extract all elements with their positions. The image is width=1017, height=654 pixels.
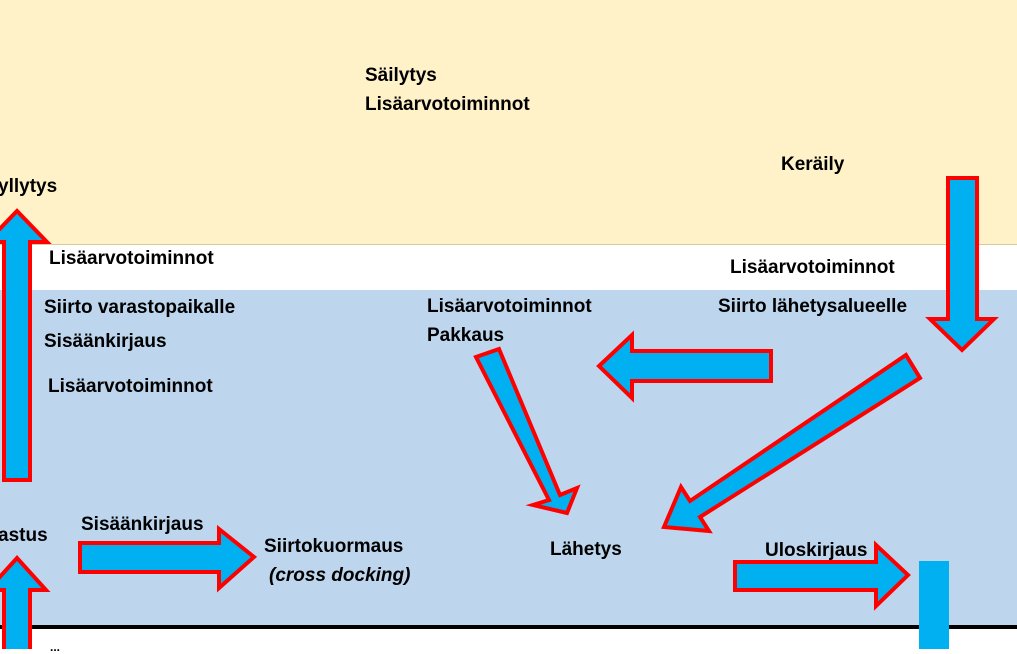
check-in-label-lower: Sisäänkirjaus xyxy=(81,514,204,535)
arrow-down-bottom-right xyxy=(919,561,949,649)
arrow-down-from-picking xyxy=(925,176,999,353)
move-to-storage-label: Siirto varastopaikalle xyxy=(44,297,236,318)
arrow-up-to-storage xyxy=(0,208,52,482)
move-to-shipping-label: Siirto lähetysalueelle xyxy=(718,296,908,317)
arrow-up-bottom-left xyxy=(0,555,51,649)
band-right-label: Lisäarvotoiminnot xyxy=(730,257,895,278)
check-in-label-upper: Sisäänkirjaus xyxy=(44,331,167,352)
arrow-right-check-out xyxy=(733,540,911,611)
cross-docking-label: Siirtokuormaus xyxy=(264,536,404,557)
storage-label: Säilytys xyxy=(365,65,437,86)
storage-zone xyxy=(0,0,1017,244)
arrow-packing-to-shipping xyxy=(473,346,581,516)
cross-docking-english-label: (cross docking) xyxy=(269,565,411,586)
arrow-left-to-packing xyxy=(596,330,773,403)
storage-value-added-label: Lisäarvotoiminnot xyxy=(365,94,530,115)
value-added-left-label: Lisäarvotoiminnot xyxy=(48,376,213,397)
packing-label: Pakkaus xyxy=(427,325,505,346)
bottom-zone xyxy=(0,629,1017,649)
band-left-label: Lisäarvotoiminnot xyxy=(49,248,214,269)
arrow-right-to-cross-docking xyxy=(78,524,258,593)
check-out-label: Uloskirjaus xyxy=(765,540,868,561)
storage-left-label: yllytys xyxy=(0,176,58,197)
bottom-partial-label: ... xyxy=(50,640,61,654)
arrow-diagonal-to-shipping xyxy=(661,352,923,534)
shipping-label: Lähetys xyxy=(550,539,622,560)
value-added-center-label: Lisäarvotoiminnot xyxy=(427,296,592,317)
picking-label: Keräily xyxy=(781,154,845,175)
bottom-divider xyxy=(0,625,1017,629)
value-added-band xyxy=(0,244,1017,291)
receiving-label: astus xyxy=(0,525,48,546)
